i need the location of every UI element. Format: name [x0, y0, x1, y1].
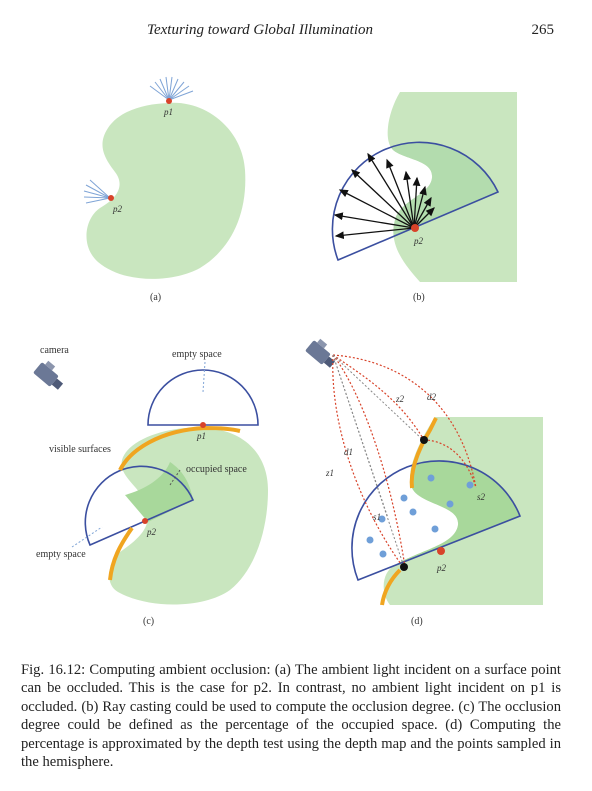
visible-surface-top-d	[409, 417, 438, 489]
page-number: 265	[531, 22, 555, 38]
panel-a: p1 p2 (a)	[83, 76, 246, 303]
label-empty-space-bottom: empty space	[36, 549, 86, 560]
point-p1-a	[166, 98, 172, 104]
figure-caption: Fig. 16.12: Computing ambient occlusion:…	[21, 661, 561, 771]
leader-empty-top	[202, 361, 206, 393]
label-d1: d1	[344, 447, 353, 457]
label-empty-space-top: empty space	[172, 349, 222, 360]
leader-occupied	[169, 469, 181, 486]
point-p2-d	[437, 547, 445, 555]
point-p2-b	[411, 224, 419, 232]
camera-icon-d	[305, 338, 336, 368]
label-p2-d: p2	[436, 563, 447, 573]
visible-surface-bottom-d	[380, 568, 402, 606]
label-p2-c: p2	[146, 527, 157, 537]
label-z1: z1	[325, 468, 334, 478]
surface-blob-c	[109, 427, 268, 605]
camera-icon-c	[33, 360, 64, 390]
label-p2-b: p2	[413, 236, 424, 246]
hemisphere-d	[351, 460, 522, 582]
running-title: Texturing toward Global Illumination	[147, 22, 373, 38]
panel-label-b: (b)	[413, 292, 425, 303]
label-s2: s2	[477, 492, 486, 502]
caption-text: Fig. 16.12: Computing ambient occlusion:…	[21, 662, 561, 771]
label-s1: s1	[373, 512, 381, 522]
page-header: Texturing toward Global Illumination 265	[0, 22, 592, 42]
label-camera: camera	[40, 345, 69, 356]
panel-label-c: (c)	[143, 616, 154, 627]
surface-blob-a	[86, 102, 246, 279]
panel-label-a: (a)	[150, 292, 161, 303]
sample-points-d	[366, 474, 474, 558]
point-p2-c	[142, 518, 148, 524]
hemisphere-top-c	[147, 369, 259, 426]
point-p1-c	[200, 422, 206, 428]
rays-red-d	[332, 354, 477, 568]
panel-label-d: (d)	[411, 616, 423, 627]
label-p1-a: p1	[163, 107, 173, 117]
visible-surface-bottom-c	[108, 526, 134, 581]
visible-surface-top-c	[118, 425, 241, 471]
label-visible-surfaces: visible surfaces	[49, 444, 111, 455]
label-d2: d2	[427, 392, 437, 402]
depth-point-bottom-d	[400, 563, 408, 571]
hemisphere-outline-b	[331, 141, 500, 262]
rays-b	[333, 152, 435, 240]
label-occupied-space: occupied space	[186, 464, 247, 475]
panel-d: z2 d2 d1 z1 s1 s2 p2 (d)	[305, 338, 543, 627]
light-rays-p2	[83, 179, 111, 204]
light-rays-p1	[149, 76, 194, 101]
label-p2-a: p2	[112, 204, 123, 214]
rays-gray-d	[332, 354, 424, 568]
label-p1-c: p1	[196, 431, 206, 441]
depth-point-top-d	[420, 436, 428, 444]
panel-c: camera empty space p1 visible surfaces o…	[33, 345, 268, 627]
point-p2-a	[108, 195, 114, 201]
label-z2: z2	[395, 394, 405, 404]
panel-b: p2 (b)	[331, 92, 517, 303]
figure-16-12: p1 p2 (a) p2 (b)	[33, 76, 543, 627]
